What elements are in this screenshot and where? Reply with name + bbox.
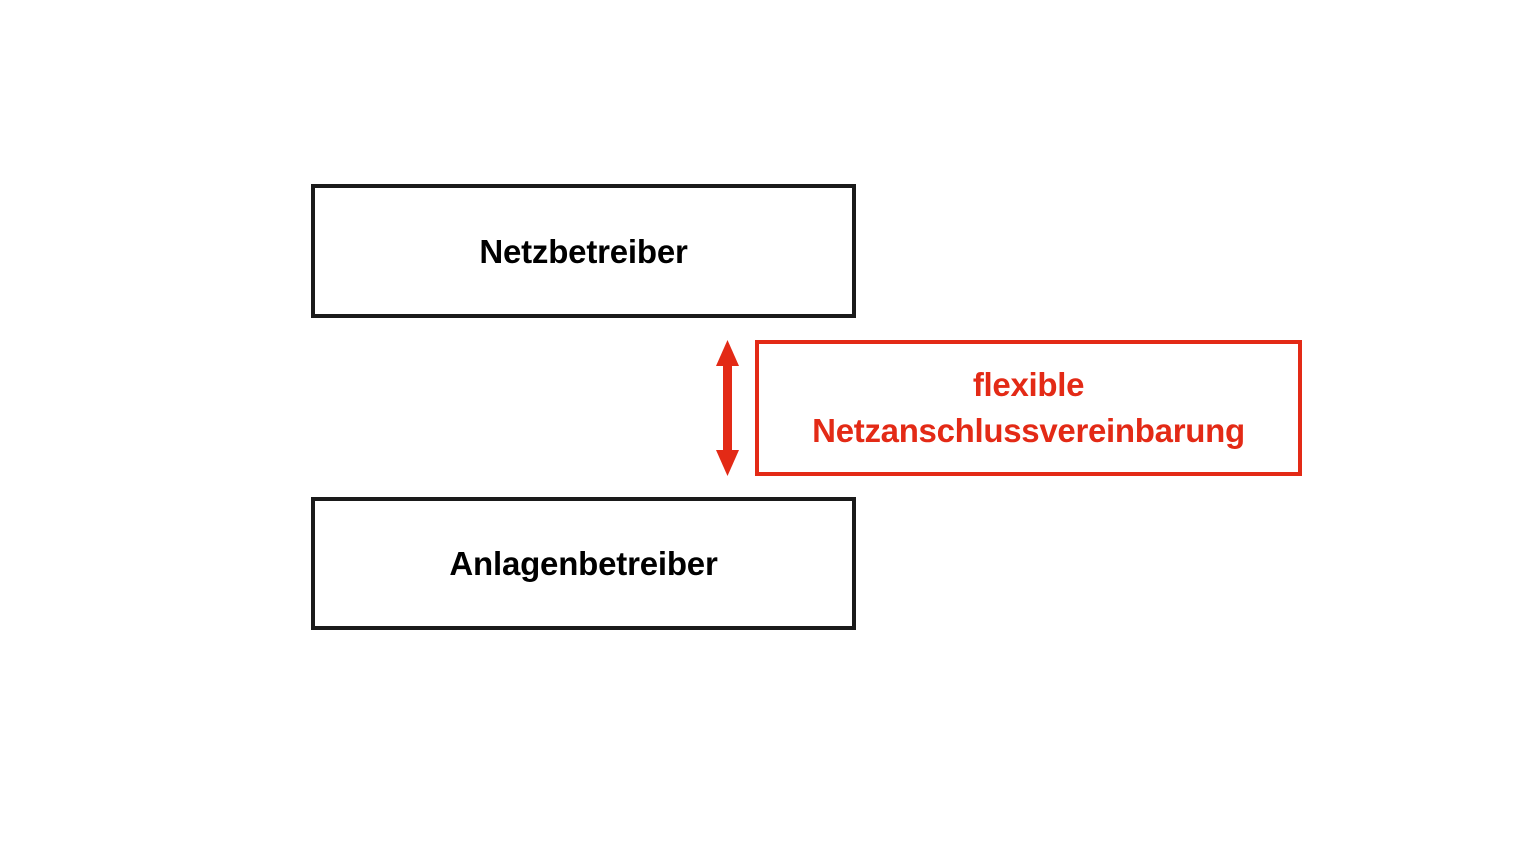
arrow-shaft <box>723 364 732 452</box>
arrow-head-up <box>716 340 739 366</box>
double-headed-vertical-arrow-svg <box>716 340 739 476</box>
node-anlagenbetreiber[interactable]: Anlagenbetreiber <box>311 497 856 630</box>
arrow-head-down <box>716 450 739 476</box>
annotation-line-2: Netzanschlussvereinbarung <box>812 412 1245 449</box>
annotation-line-1: flexible <box>972 366 1085 403</box>
node-netzbetreiber[interactable]: Netzbetreiber <box>311 184 856 318</box>
node-anlagenbetreiber-label: Anlagenbetreiber <box>449 545 718 582</box>
node-netzbetreiber-label: Netzbetreiber <box>479 233 688 270</box>
annotation-flexible-netzanschlussvereinbarung[interactable]: flexible Netzanschlussvereinbarung <box>755 340 1302 476</box>
double-headed-vertical-arrow-icon <box>706 338 750 478</box>
